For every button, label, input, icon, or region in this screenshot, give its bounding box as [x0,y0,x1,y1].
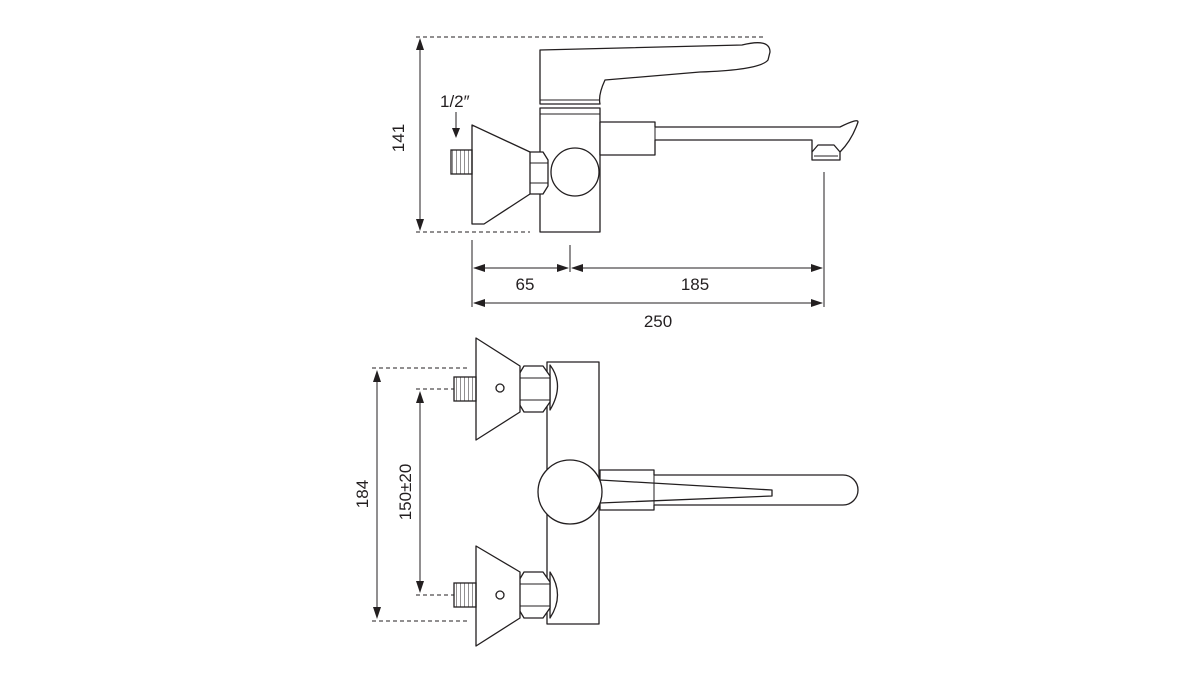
top-upper-nut [517,365,551,413]
top-view [453,337,859,647]
top-lower-threaded-inlet [453,582,477,608]
side-spout [599,120,859,156]
top-upper-threaded-inlet [453,376,477,402]
top-upper-inlet [453,337,559,441]
side-lever-handle [539,42,771,105]
top-lower-nut [517,571,551,619]
inlet-width-label: 65 [516,275,535,294]
side-ball-joint [550,147,600,197]
top-handle-hub [537,459,603,525]
top-lower-inlet [453,545,559,647]
side-threaded-inlet [450,149,473,175]
top-lower-cone [475,545,521,647]
side-height-label: 141 [389,124,408,152]
top-lower-screw-hole [495,590,505,600]
total-width-label: 250 [644,312,672,331]
thread-size-label: 1/2″ [440,92,470,111]
top-height-label: 184 [353,480,372,508]
top-upper-cone [475,337,521,441]
side-eccentric-cone [471,124,531,225]
top-upper-screw-hole [495,383,505,393]
spout-width-label: 185 [681,275,709,294]
side-dimensions: 141 1/2″ 65 185 250 [389,36,825,331]
top-dimensions: 184 150±20 [353,367,470,622]
inlet-spacing-label: 150±20 [396,464,415,521]
side-view [450,42,859,233]
